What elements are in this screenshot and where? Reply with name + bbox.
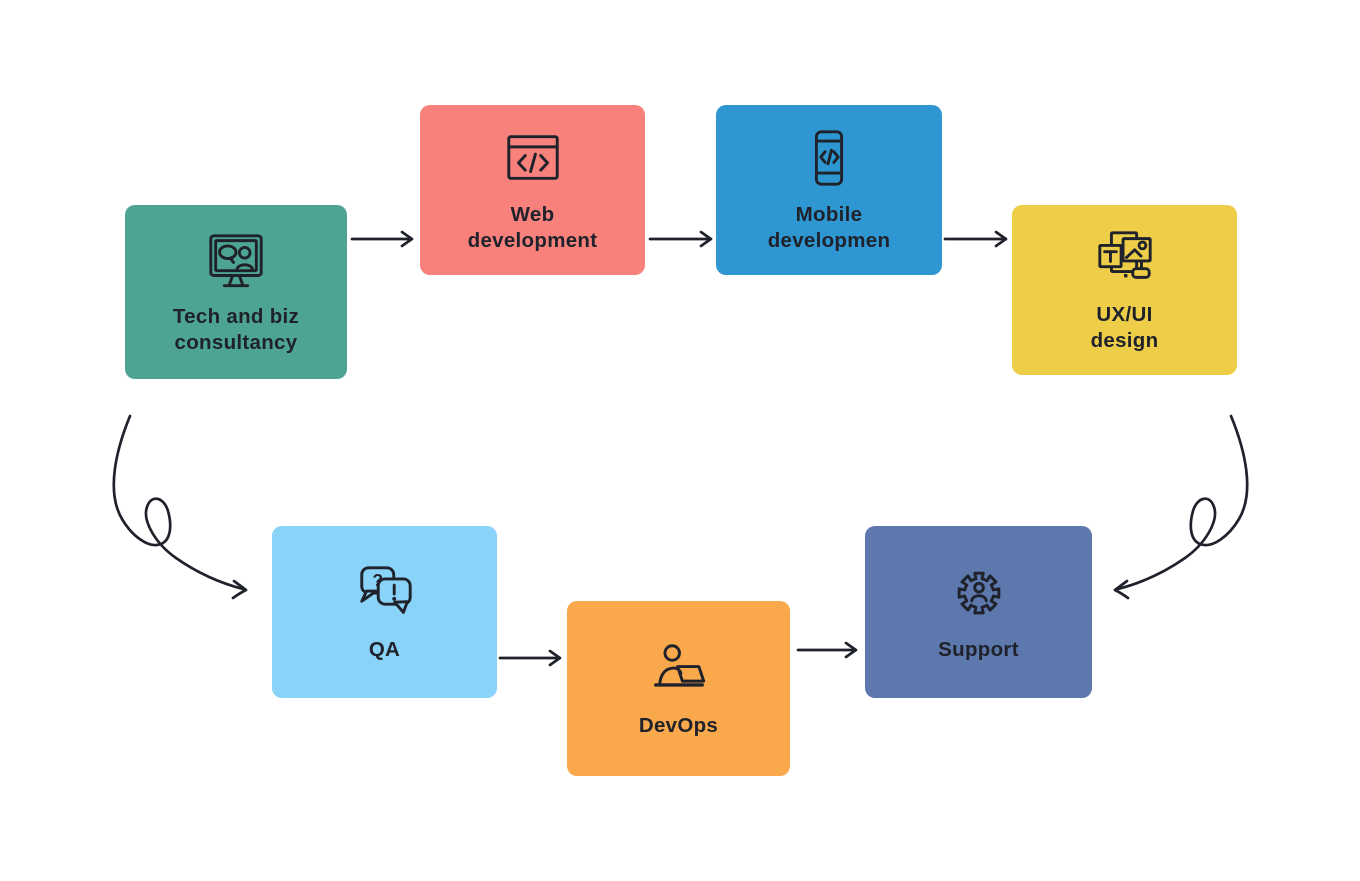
browser-code-icon [506,134,559,180]
arrow-devops-to-support [796,641,858,659]
arrow-web-to-mobile [648,230,713,248]
looped-arrow-uxui-to-support [1113,414,1249,600]
node-devops: DevOps [567,601,790,776]
question-answer-bubbles-icon: ? [359,565,412,614]
node-web-development: Web development [420,105,645,275]
node-label: Mobile developmen [767,202,891,252]
node-consultancy: Tech and biz consultancy [125,205,347,379]
gear-person-icon [957,571,1000,614]
person-laptop-icon [653,644,705,687]
monitor-consultation-icon [209,233,263,287]
mobile-code-icon [814,129,844,186]
design-tools-icon [1097,230,1152,279]
node-uxui-design: UX/UI design [1012,205,1237,375]
node-support: Support [865,526,1092,698]
node-label: Support [938,637,1019,661]
looped-arrow-consultancy-to-qa [112,414,248,600]
arrow-qa-to-devops [498,649,562,667]
arrow-mobile-to-uxui [943,230,1008,248]
node-label: Web development [467,202,598,252]
node-label: QA [368,637,401,661]
node-mobile-development: Mobile developmen [716,105,942,275]
node-label: UX/UI design [1090,302,1159,352]
node-label: Tech and biz consultancy [172,304,300,354]
svg-text:?: ? [372,570,383,590]
arrow-consultancy-to-web [350,230,414,248]
node-label: DevOps [638,714,719,737]
node-qa: ? QA [272,526,497,698]
